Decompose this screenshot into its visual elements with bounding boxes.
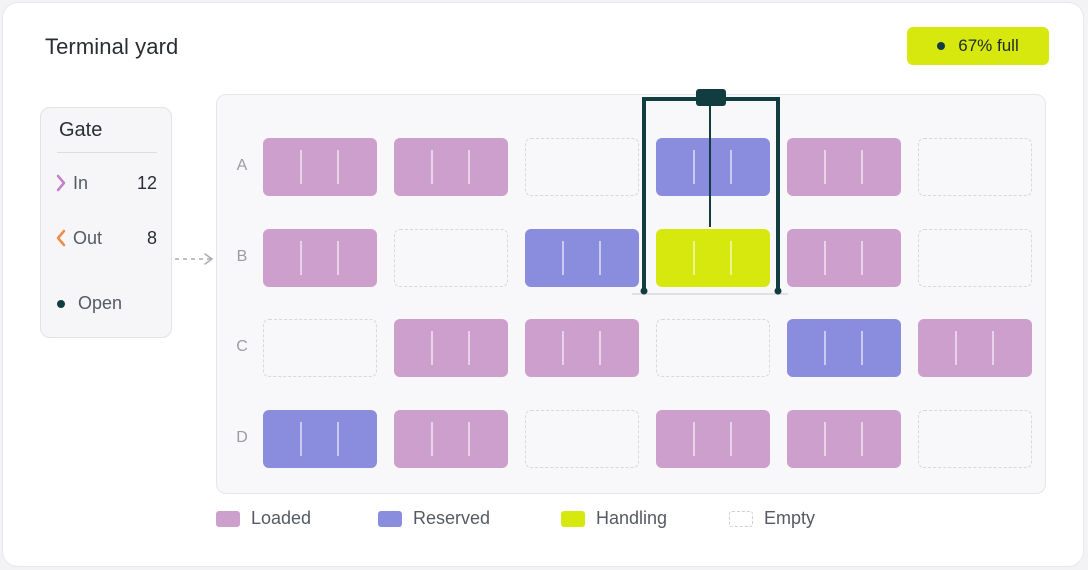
- container-rib: [693, 241, 695, 275]
- legend-item-loaded: Loaded: [216, 508, 311, 529]
- yard-slot-b6-empty[interactable]: [918, 229, 1032, 287]
- yard-slot-a4-reserved[interactable]: [656, 138, 770, 196]
- container-rib: [431, 331, 433, 365]
- container-rib: [337, 150, 339, 184]
- row-label-a: A: [236, 157, 248, 174]
- legend-item-empty: Empty: [729, 508, 815, 529]
- container-rib: [861, 150, 863, 184]
- gate-in-label: In: [73, 172, 89, 193]
- reserved-swatch-icon: [378, 510, 402, 527]
- yard-slot-c1-empty[interactable]: [263, 319, 377, 377]
- container-rib: [468, 331, 470, 365]
- yard-slot-c4-empty[interactable]: [656, 319, 770, 377]
- container-rib: [824, 241, 826, 275]
- container-rib: [730, 150, 732, 184]
- gate-panel: Gate In 12 Out 8 Open: [40, 107, 172, 338]
- yard-slot-b5-loaded[interactable]: [787, 229, 901, 287]
- status-dot-icon: [57, 299, 65, 308]
- gate-status-label: Open: [78, 293, 123, 313]
- yard-slot-b4-handling[interactable]: [656, 229, 770, 287]
- container-rib: [337, 422, 339, 456]
- container-rib: [861, 331, 863, 365]
- gate-out-label: Out: [73, 227, 103, 248]
- chevron-left-icon: [56, 229, 66, 247]
- yard-slot-c5-reserved[interactable]: [787, 319, 901, 377]
- status-dot-icon: [937, 42, 946, 50]
- container-rib: [337, 241, 339, 275]
- container-rib: [824, 331, 826, 365]
- container-rib: [431, 422, 433, 456]
- yard-slot-c3-loaded[interactable]: [525, 319, 639, 377]
- yard-slot-d4-loaded[interactable]: [656, 410, 770, 468]
- legend-item-reserved: Reserved: [378, 508, 490, 529]
- container-rib: [992, 331, 994, 365]
- container-rib: [730, 241, 732, 275]
- container-rib: [730, 422, 732, 456]
- yard-slot-a5-loaded[interactable]: [787, 138, 901, 196]
- yard-slot-b2-empty[interactable]: [394, 229, 508, 287]
- yard-slot-b1-loaded[interactable]: [263, 229, 377, 287]
- row-label-b: B: [236, 248, 248, 265]
- container-rib: [562, 241, 564, 275]
- yard-slot-a3-empty[interactable]: [525, 138, 639, 196]
- legend: Loaded Reserved Handling Empty: [216, 508, 916, 534]
- gate-divider: [57, 152, 157, 153]
- row-label-d: D: [236, 429, 248, 446]
- page-title: Terminal yard: [45, 34, 179, 59]
- container-rib: [300, 150, 302, 184]
- container-rib: [824, 422, 826, 456]
- legend-label: Loaded: [251, 508, 312, 528]
- yard-slot-c6-loaded[interactable]: [918, 319, 1032, 377]
- container-rib: [824, 150, 826, 184]
- container-rib: [562, 331, 564, 365]
- chevron-right-icon: [56, 174, 66, 192]
- container-rib: [599, 241, 601, 275]
- yard-slot-b3-reserved[interactable]: [525, 229, 639, 287]
- legend-label: Empty: [764, 508, 816, 528]
- loaded-swatch-icon: [216, 510, 240, 527]
- container-rib: [300, 241, 302, 275]
- gate-in-count: 12: [136, 172, 157, 193]
- yard-slot-a2-loaded[interactable]: [394, 138, 508, 196]
- gate-title: Gate: [59, 119, 103, 141]
- container-rib: [693, 422, 695, 456]
- yard-slot-d2-loaded[interactable]: [394, 410, 508, 468]
- container-rib: [431, 150, 433, 184]
- gate-out-count: 8: [146, 227, 157, 248]
- empty-swatch-icon: [729, 510, 753, 527]
- container-rib: [468, 422, 470, 456]
- dashed-arrow-icon: [175, 253, 213, 265]
- legend-item-handling: Handling: [561, 508, 667, 529]
- yard-slot-d6-empty[interactable]: [918, 410, 1032, 468]
- container-rib: [300, 422, 302, 456]
- gate-out-row: Out 8: [55, 226, 157, 250]
- row-label-c: C: [236, 338, 248, 355]
- yard-slot-d3-empty[interactable]: [525, 410, 639, 468]
- legend-label: Handling: [596, 508, 668, 528]
- yard-grid: A B C D: [216, 94, 1046, 494]
- gate-status: Open: [57, 293, 122, 314]
- capacity-badge-label: 67% full: [958, 36, 1019, 55]
- gate-in-row: In 12: [55, 171, 157, 195]
- yard-slot-a6-empty[interactable]: [918, 138, 1032, 196]
- container-rib: [693, 150, 695, 184]
- container-rib: [599, 331, 601, 365]
- container-rib: [468, 150, 470, 184]
- handling-swatch-icon: [561, 510, 585, 527]
- yard-slot-d1-reserved[interactable]: [263, 410, 377, 468]
- legend-label: Reserved: [413, 508, 491, 528]
- yard-slot-a1-loaded[interactable]: [263, 138, 377, 196]
- yard-slot-d5-loaded[interactable]: [787, 410, 901, 468]
- container-rib: [861, 422, 863, 456]
- capacity-badge: 67% full: [907, 27, 1049, 65]
- gantry-crane-icon: [632, 89, 788, 295]
- container-rib: [861, 241, 863, 275]
- yard-slot-c2-loaded[interactable]: [394, 319, 508, 377]
- container-rib: [955, 331, 957, 365]
